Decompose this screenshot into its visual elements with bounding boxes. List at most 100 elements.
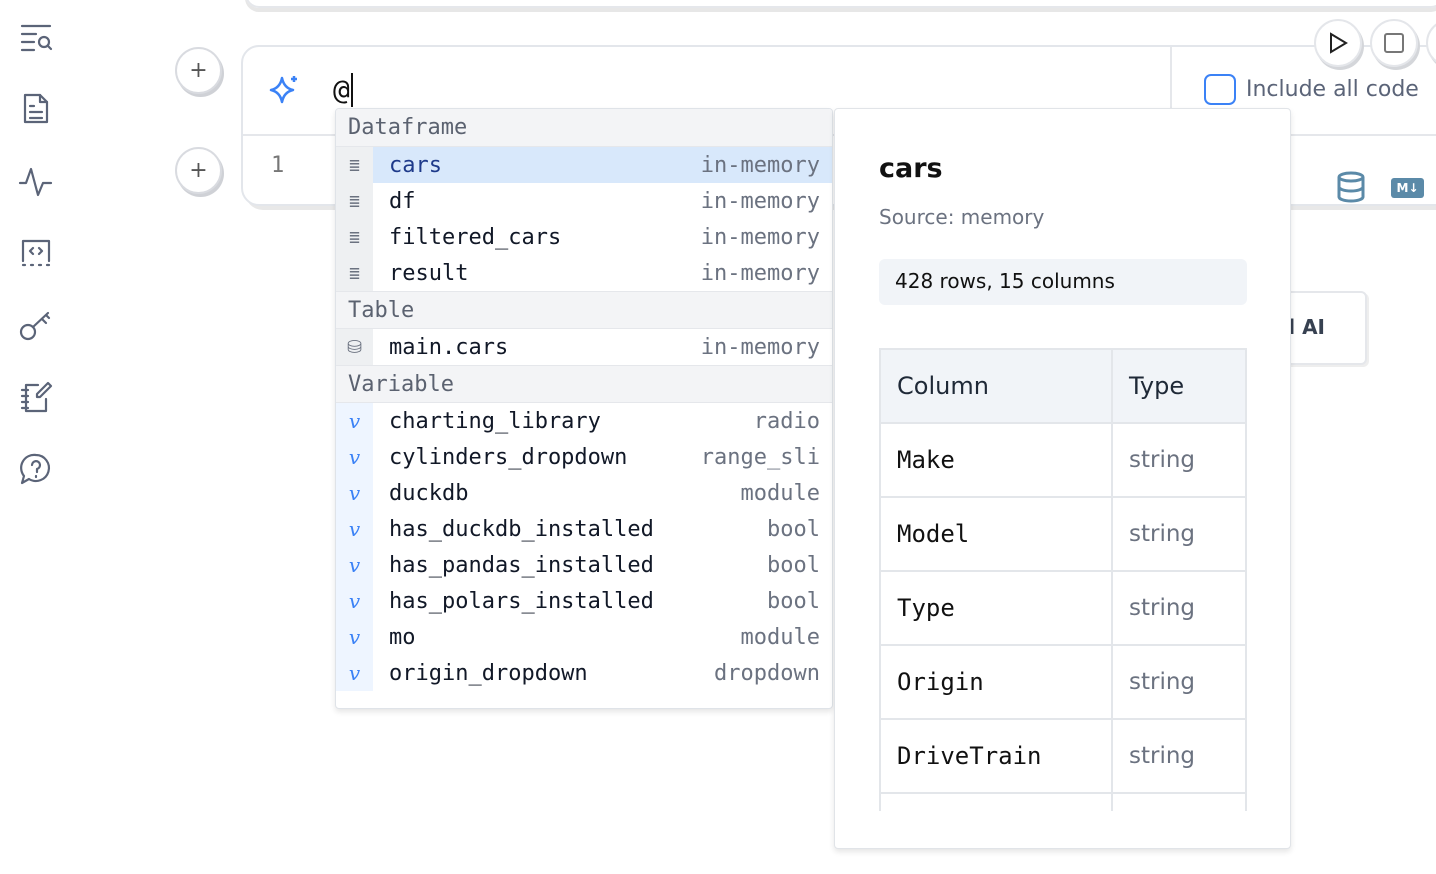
- sparkles-icon: [267, 73, 301, 111]
- item-name: has_pandas_installed: [389, 552, 654, 578]
- dataframe-icon: ≣: [336, 183, 373, 219]
- item-type: in-memory: [700, 260, 820, 286]
- header-type: Type: [1111, 348, 1247, 424]
- column-type: string: [1111, 496, 1247, 572]
- dataframe-icon: ≣: [336, 147, 373, 183]
- item-name: cylinders_dropdown: [389, 444, 628, 470]
- section-header: Dataframe: [336, 109, 832, 147]
- item-name: charting_library: [389, 408, 601, 434]
- item-name: main.cars: [389, 334, 509, 360]
- help-bubble-icon[interactable]: [16, 449, 56, 489]
- item-type: in-memory: [700, 224, 820, 250]
- section-header: Variable: [336, 365, 832, 403]
- column-name: Model: [879, 496, 1113, 572]
- item-name: mo: [389, 624, 416, 650]
- list-item[interactable]: ≣ df in-memory: [336, 183, 832, 219]
- list-item[interactable]: v has_pandas_installed bool: [336, 547, 832, 583]
- list-item[interactable]: ≣ cars in-memory: [336, 147, 832, 183]
- table-row: [879, 792, 1247, 811]
- list-item[interactable]: ≣ result in-memory: [336, 255, 832, 291]
- item-type: module: [740, 480, 820, 506]
- column-type: string: [1111, 570, 1247, 646]
- item-type: bool: [767, 588, 820, 614]
- list-item[interactable]: ≣ filtered_cars in-memory: [336, 219, 832, 255]
- column-type: string: [1111, 718, 1247, 794]
- item-type: in-memory: [700, 188, 820, 214]
- dataframe-detail-panel: cars Source: memory 428 rows, 15 columns…: [834, 108, 1291, 849]
- item-type: bool: [767, 552, 820, 578]
- list-item[interactable]: v has_duckdb_installed bool: [336, 511, 832, 547]
- item-name: has_polars_installed: [389, 588, 654, 614]
- key-icon[interactable]: [16, 305, 56, 345]
- table-database-icon: ⛁: [336, 329, 373, 365]
- column-name: Type: [879, 570, 1113, 646]
- detail-source: Source: memory: [879, 205, 1045, 229]
- variable-icon: v: [336, 655, 373, 691]
- list-item[interactable]: v origin_dropdown dropdown: [336, 655, 832, 691]
- detail-title: cars: [879, 153, 943, 184]
- column-type: string: [1111, 644, 1247, 720]
- variable-icon: v: [336, 583, 373, 619]
- include-all-code-label: Include all code: [1246, 77, 1419, 102]
- autocomplete-dropdown: Dataframe ≣ cars in-memory ≣ df in-memory ≣ f…: [335, 108, 833, 709]
- stop-button[interactable]: [1370, 19, 1418, 67]
- list-item[interactable]: v charting_library radio: [336, 403, 832, 439]
- add-cell-above-button[interactable]: +: [175, 47, 222, 94]
- variable-icon: v: [336, 439, 373, 475]
- list-item[interactable]: v cylinders_dropdown range_sli: [336, 439, 832, 475]
- column-name: Origin: [879, 644, 1113, 720]
- item-name: result: [389, 260, 469, 286]
- list-item[interactable]: v has_polars_installed bool: [336, 583, 832, 619]
- column-name: Make: [879, 422, 1113, 498]
- line-number: 1: [271, 153, 285, 178]
- item-name: has_duckdb_installed: [389, 516, 654, 542]
- row-column-summary: 428 rows, 15 columns: [879, 259, 1247, 305]
- section-header: Table: [336, 291, 832, 329]
- variable-icon: v: [336, 619, 373, 655]
- dataframe-icon: ≣: [336, 219, 373, 255]
- item-type: in-memory: [700, 334, 820, 360]
- item-name: filtered_cars: [389, 224, 562, 250]
- item-type: module: [740, 624, 820, 650]
- item-type: range_sli: [700, 444, 820, 470]
- column-type: string: [1111, 422, 1247, 498]
- previous-cell: [245, 0, 1436, 8]
- item-name: origin_dropdown: [389, 660, 588, 686]
- ai-button-label: l AI: [1288, 315, 1325, 339]
- item-name: df: [389, 188, 416, 214]
- variable-icon: v: [336, 511, 373, 547]
- checkbox-box[interactable]: [1204, 74, 1236, 105]
- document-icon[interactable]: [16, 89, 56, 129]
- notebook-pen-icon[interactable]: [16, 377, 56, 417]
- run-button[interactable]: [1314, 19, 1362, 67]
- markdown-icon[interactable]: M↓: [1391, 178, 1424, 198]
- header-column: Column: [879, 348, 1113, 424]
- item-type: radio: [753, 408, 820, 434]
- item-type: bool: [767, 516, 820, 542]
- variable-icon: v: [336, 403, 373, 439]
- database-icon[interactable]: [1336, 171, 1366, 207]
- item-type: dropdown: [714, 660, 820, 686]
- item-name: cars: [389, 152, 442, 178]
- code-snippet-icon[interactable]: [16, 233, 56, 273]
- add-cell-below-button[interactable]: +: [175, 147, 222, 194]
- list-item[interactable]: ⛁ main.cars in-memory: [336, 329, 832, 365]
- dataframe-icon: ≣: [336, 255, 373, 291]
- include-all-code-checkbox[interactable]: Include all code: [1204, 74, 1419, 105]
- variable-icon: v: [336, 475, 373, 511]
- activity-icon[interactable]: [16, 161, 56, 201]
- variable-icon: v: [336, 547, 373, 583]
- column-name: DriveTrain: [879, 718, 1113, 794]
- prompt-input[interactable]: @: [333, 73, 353, 107]
- search-list-icon[interactable]: [16, 18, 56, 58]
- item-type: in-memory: [700, 152, 820, 178]
